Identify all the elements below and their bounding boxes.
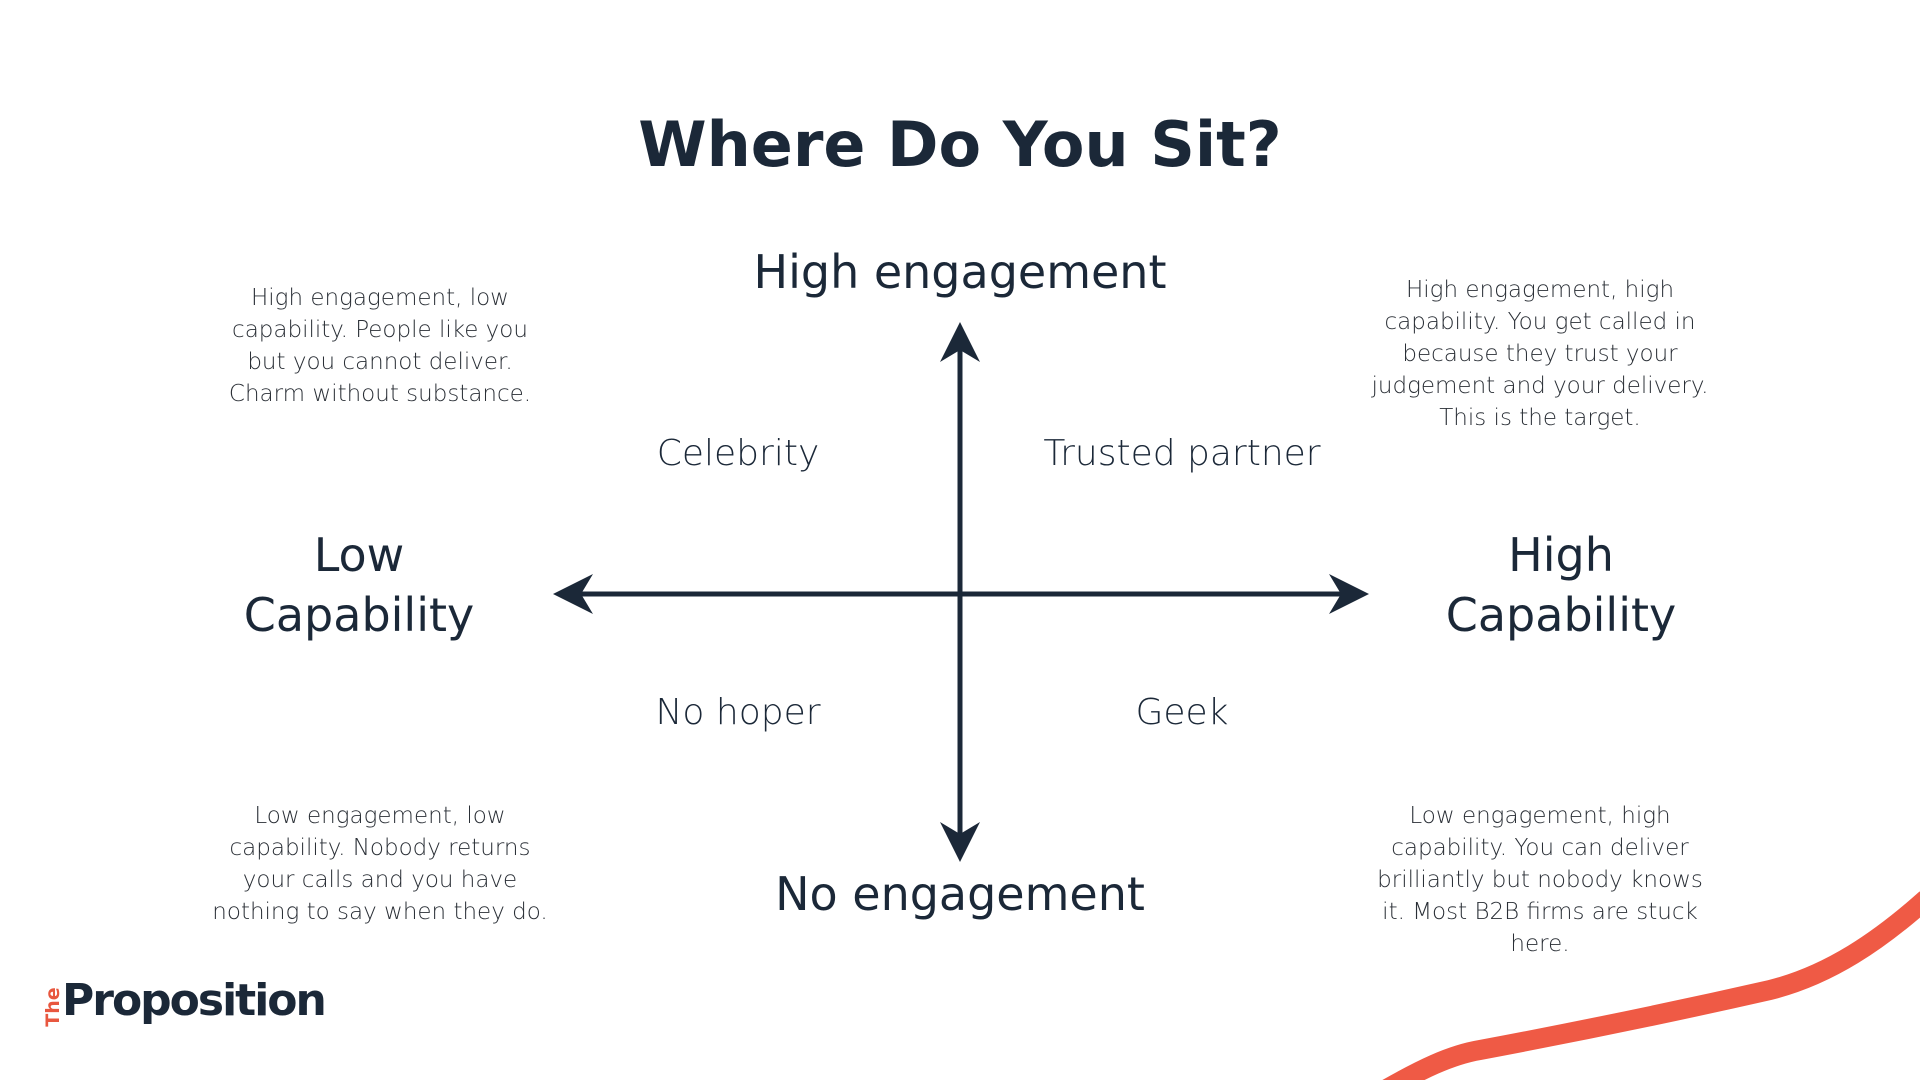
description-line: your calls and you have (242, 867, 518, 893)
description-bottom-left: Low engagement, low capability. Nobody r… (212, 800, 547, 928)
logo-small-text: The (42, 987, 64, 1027)
quadrant-label-geek: Geek (1135, 692, 1229, 733)
description-line: capability. People like you (232, 317, 528, 343)
description-line: Low engagement, low (254, 803, 506, 829)
axis-label-right-line: High (1508, 528, 1614, 582)
description-line: capability. You get called in (1384, 309, 1696, 335)
description-line: This is the target. (1439, 405, 1641, 431)
description-line: High engagement, low (251, 285, 509, 311)
axis-label-bottom: No engagement (775, 867, 1145, 921)
page-title: Where Do You Sit? (638, 108, 1282, 181)
description-line: capability. Nobody returns (229, 835, 531, 861)
decorative-red-swoosh (1382, 891, 1920, 1080)
axis-label-right: High Capability (1446, 525, 1677, 645)
description-line: here. (1510, 931, 1570, 957)
description-top-left: High engagement, low capability. People … (229, 282, 531, 410)
axis-label-right-line: Capability (1445, 588, 1677, 642)
description-line: brilliantly but nobody knows (1377, 867, 1703, 893)
description-line: nothing to say when they do. (212, 899, 548, 925)
description-line: Low engagement, high (1409, 803, 1671, 829)
axis-label-left-line: Low (313, 528, 405, 582)
description-line: Charm without substance. (228, 381, 532, 407)
quadrant-label-no-hoper: No hoper (655, 692, 821, 733)
description-bottom-right: Low engagement, high capability. You can… (1377, 800, 1703, 960)
logo-main-text: Proposition (62, 975, 327, 1026)
description-line: capability. You can deliver (1391, 835, 1689, 861)
description-line: because they trust your (1402, 341, 1678, 367)
axis-label-top: High engagement (753, 245, 1167, 299)
description-line: it. Most B2B firms are stuck (1382, 899, 1698, 925)
description-top-right: High engagement, high capability. You ge… (1372, 274, 1709, 434)
axis-label-left: Low Capability (244, 525, 475, 645)
quadrant-label-trusted-partner: Trusted partner (1043, 433, 1321, 474)
quadrant-label-celebrity: Celebrity (656, 433, 820, 474)
axis-label-left-line: Capability (243, 588, 475, 642)
brand-logo: The Proposition (42, 975, 327, 1027)
description-line: High engagement, high (1405, 277, 1675, 303)
description-line: but you cannot deliver. (247, 349, 513, 375)
description-line: judgement and your delivery. (1371, 373, 1709, 399)
